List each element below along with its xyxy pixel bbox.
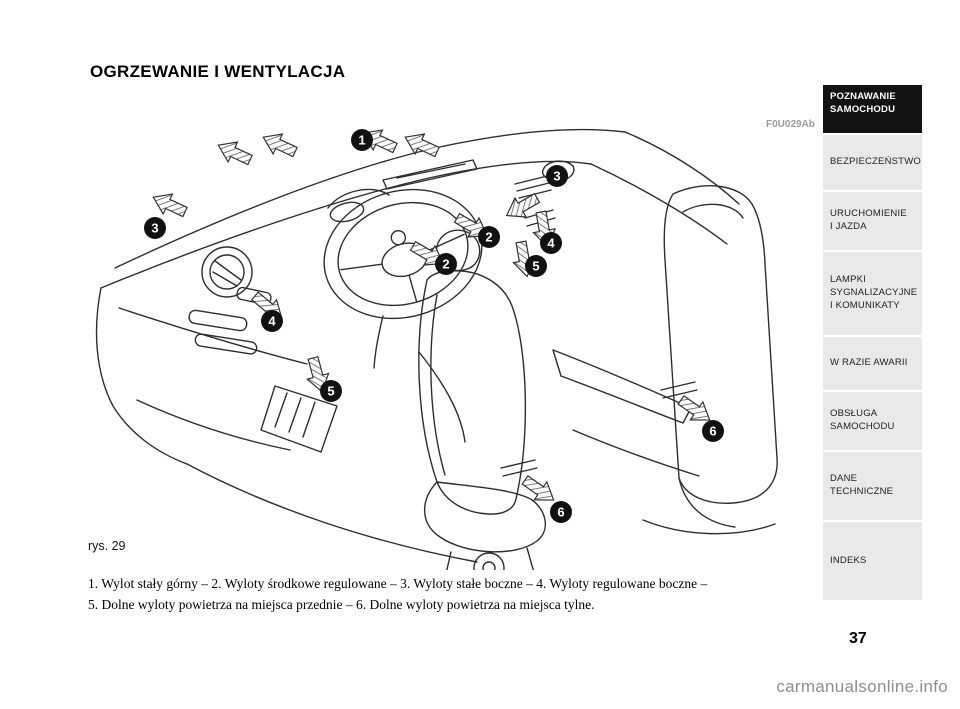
figure-code: F0U029Ab <box>766 119 815 130</box>
figure-callouts: 1 3 3 2 2 4 5 4 5 6 6 <box>144 129 724 523</box>
figure-caption: 1. Wylot stały górny – 2. Wyloty środkow… <box>88 574 814 616</box>
caption-line-2: 5. Dolne wyloty powietrza na miejsca prz… <box>88 596 595 612</box>
callout-number: 3 <box>151 221 158 236</box>
callout-5-right: 5 <box>525 255 547 277</box>
callout-number: 3 <box>553 169 560 184</box>
figure-car-interior: 1 3 3 2 2 4 5 4 5 6 6 <box>85 100 805 588</box>
dash-slot-vent-2 <box>194 333 258 355</box>
center-defrost-vent <box>382 159 478 190</box>
car-interior-linework <box>95 128 778 588</box>
callout-number: 2 <box>485 230 492 245</box>
center-console-line <box>418 351 466 443</box>
rear-seat-seam <box>682 203 744 219</box>
callout-number: 2 <box>442 257 449 272</box>
dash-face-line <box>118 307 308 365</box>
rear-side-vent-slats <box>660 381 698 399</box>
side-vent-left <box>236 286 272 306</box>
dash-left-edge <box>95 287 188 465</box>
sidebar-item-indeks[interactable]: INDEKS <box>823 522 922 600</box>
sidebar-item-uruchomienie-i-jazda[interactable]: URUCHOMIENIE I JAZDA <box>823 192 922 250</box>
sidebar-item-poznawanie-samochodu[interactable]: POZNAWANIE SAMOCHODU <box>823 85 922 133</box>
airflow-arrow <box>148 186 191 223</box>
sidebar-item-lampki-sygnalizacyjne[interactable]: LAMPKI SYGNALIZACYJNE I KOMUNIKATY <box>823 252 922 335</box>
callout-number: 1 <box>358 133 365 148</box>
callout-4-right: 4 <box>540 232 562 254</box>
airflow-arrow <box>258 126 301 163</box>
door-armrest <box>552 349 692 424</box>
front-seatback <box>418 270 527 515</box>
callout-number: 4 <box>547 236 555 251</box>
callout-3-left: 3 <box>144 217 166 239</box>
callout-number: 6 <box>709 424 716 439</box>
page-number: 37 <box>849 630 867 647</box>
callout-6-right: 6 <box>702 420 724 442</box>
airflow-arrow <box>518 470 561 510</box>
airflow-arrow <box>400 126 443 163</box>
caption-line-1: 1. Wylot stały górny – 2. Wyloty środkow… <box>88 576 708 591</box>
callout-5-left: 5 <box>320 380 342 402</box>
callout-number: 6 <box>557 505 564 520</box>
floor-line <box>186 463 478 563</box>
rear-seat-base <box>678 477 736 528</box>
car-interior-drawing: 1 3 3 2 2 4 5 4 5 6 6 <box>95 122 778 588</box>
front-seat-cushion <box>424 481 546 553</box>
callout-2-lower: 2 <box>435 253 457 275</box>
rear-sill-line <box>642 519 776 535</box>
gauge <box>329 201 365 223</box>
figure-label: rys. 29 <box>88 539 126 553</box>
sidebar-item-w-razie-awarii[interactable]: W RAZIE AWARII <box>823 337 922 390</box>
callout-2-upper: 2 <box>478 226 500 248</box>
watermark: carmanualsonline.info <box>776 677 948 696</box>
door-belt-line <box>590 163 728 245</box>
page-title: OGRZEWANIE I WENTYLACJA <box>90 62 346 81</box>
under-seat-vent-slats <box>500 459 538 477</box>
pedal-area <box>260 385 338 453</box>
callout-number: 4 <box>268 314 276 329</box>
sidebar-item-obsluga-samochodu[interactable]: OBSŁUGA SAMOCHODU <box>823 392 922 450</box>
front-seat-seam <box>430 294 446 476</box>
dash-slot-vent-1 <box>188 309 248 332</box>
callout-4-left: 4 <box>261 310 283 332</box>
round-vent-inner <box>209 254 245 290</box>
rear-seatback <box>663 185 778 504</box>
instrument-cluster <box>327 188 390 209</box>
round-vent-outer <box>201 246 253 298</box>
callout-1: 1 <box>351 129 373 151</box>
steering-wheel <box>323 188 483 320</box>
roof-line <box>114 128 626 269</box>
seat-adjuster-hub <box>482 561 496 575</box>
round-vent-slats <box>212 260 242 287</box>
sidebar-item-dane-techniczne[interactable]: DANE TECHNICZNE <box>823 452 922 520</box>
callout-3-right: 3 <box>546 165 568 187</box>
steering-column <box>373 315 384 369</box>
callout-number: 5 <box>327 384 334 399</box>
windshield-base-line <box>100 160 592 289</box>
section-tabs-sidebar: POZNAWANIE SAMOCHODU BEZPIECZEŃSTWO URUC… <box>823 85 922 602</box>
sidebar-item-bezpieczenstwo[interactable]: BEZPIECZEŃSTWO <box>823 135 922 190</box>
callout-number: 5 <box>532 259 539 274</box>
airflow-arrow <box>213 134 256 171</box>
glovebox-line <box>136 399 291 451</box>
a-pillar-right <box>624 131 740 205</box>
callout-6-bottom: 6 <box>550 501 572 523</box>
door-lower-line <box>572 429 700 477</box>
